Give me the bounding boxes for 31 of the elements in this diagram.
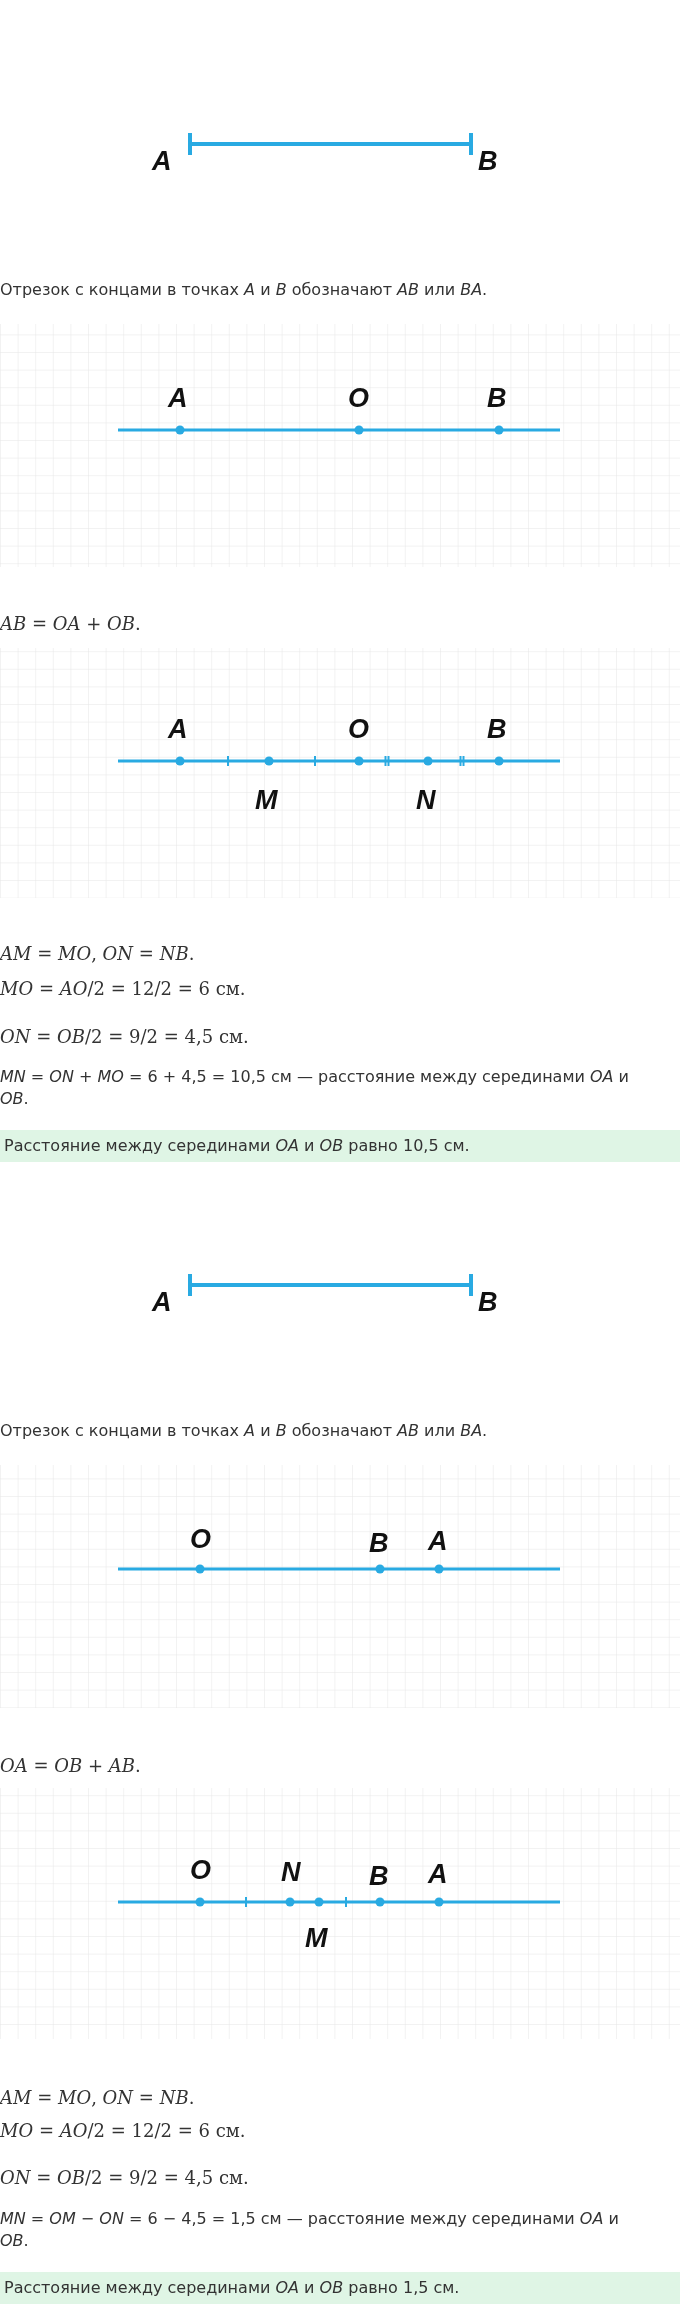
point-label: O (348, 383, 369, 413)
point-label: O (190, 1855, 211, 1885)
answer-banner: Расстояние между серединами OA и OB равно 10,5 см. (0, 1130, 680, 1162)
formula: OA = OB + AB. (0, 1754, 141, 1778)
text-line: MN = OM − ON = 6 − 4,5 = 1,5 см — расстояние между серединами OA и OB. (0, 2208, 620, 2252)
point-label: B (487, 383, 507, 413)
point-label: A (152, 146, 172, 176)
answer-banner: Расстояние между серединами OA и OB равно 1,5 см. (0, 2272, 680, 2304)
point-label: B (478, 1287, 498, 1317)
text-line: Отрезок с концами в точках A и B обозначают AB или BA. (0, 1420, 489, 1442)
text-line: MN = ON + MO = 6 + 4,5 = 10,5 см — расстояние между серединами OA и OB. (0, 1066, 630, 1110)
point-label: B (478, 146, 498, 176)
point-label: A (152, 1287, 172, 1317)
formula: ON = OB/2 = 9/2 = 4,5 см. (0, 2166, 249, 2190)
formula: MO = AO/2 = 12/2 = 6 см. (0, 2119, 246, 2143)
point-label: N (416, 785, 436, 815)
point-label: M (305, 1923, 328, 1953)
point-label: A (168, 714, 188, 744)
point-label: M (255, 785, 278, 815)
text-line: Отрезок с концами в точках A и B обозначают AB или BA. (0, 279, 489, 301)
point-label: B (487, 714, 507, 744)
point-label: O (190, 1524, 211, 1554)
formula: MO = AO/2 = 12/2 = 6 см. (0, 977, 246, 1001)
point-label: B (369, 1528, 389, 1558)
point-label: A (428, 1526, 448, 1556)
point-label: O (348, 714, 369, 744)
point-label: N (281, 1857, 301, 1887)
point-label: B (369, 1861, 389, 1891)
point-label: A (428, 1859, 448, 1889)
point-label: A (168, 383, 188, 413)
formula: ON = OB/2 = 9/2 = 4,5 см. (0, 1025, 249, 1049)
